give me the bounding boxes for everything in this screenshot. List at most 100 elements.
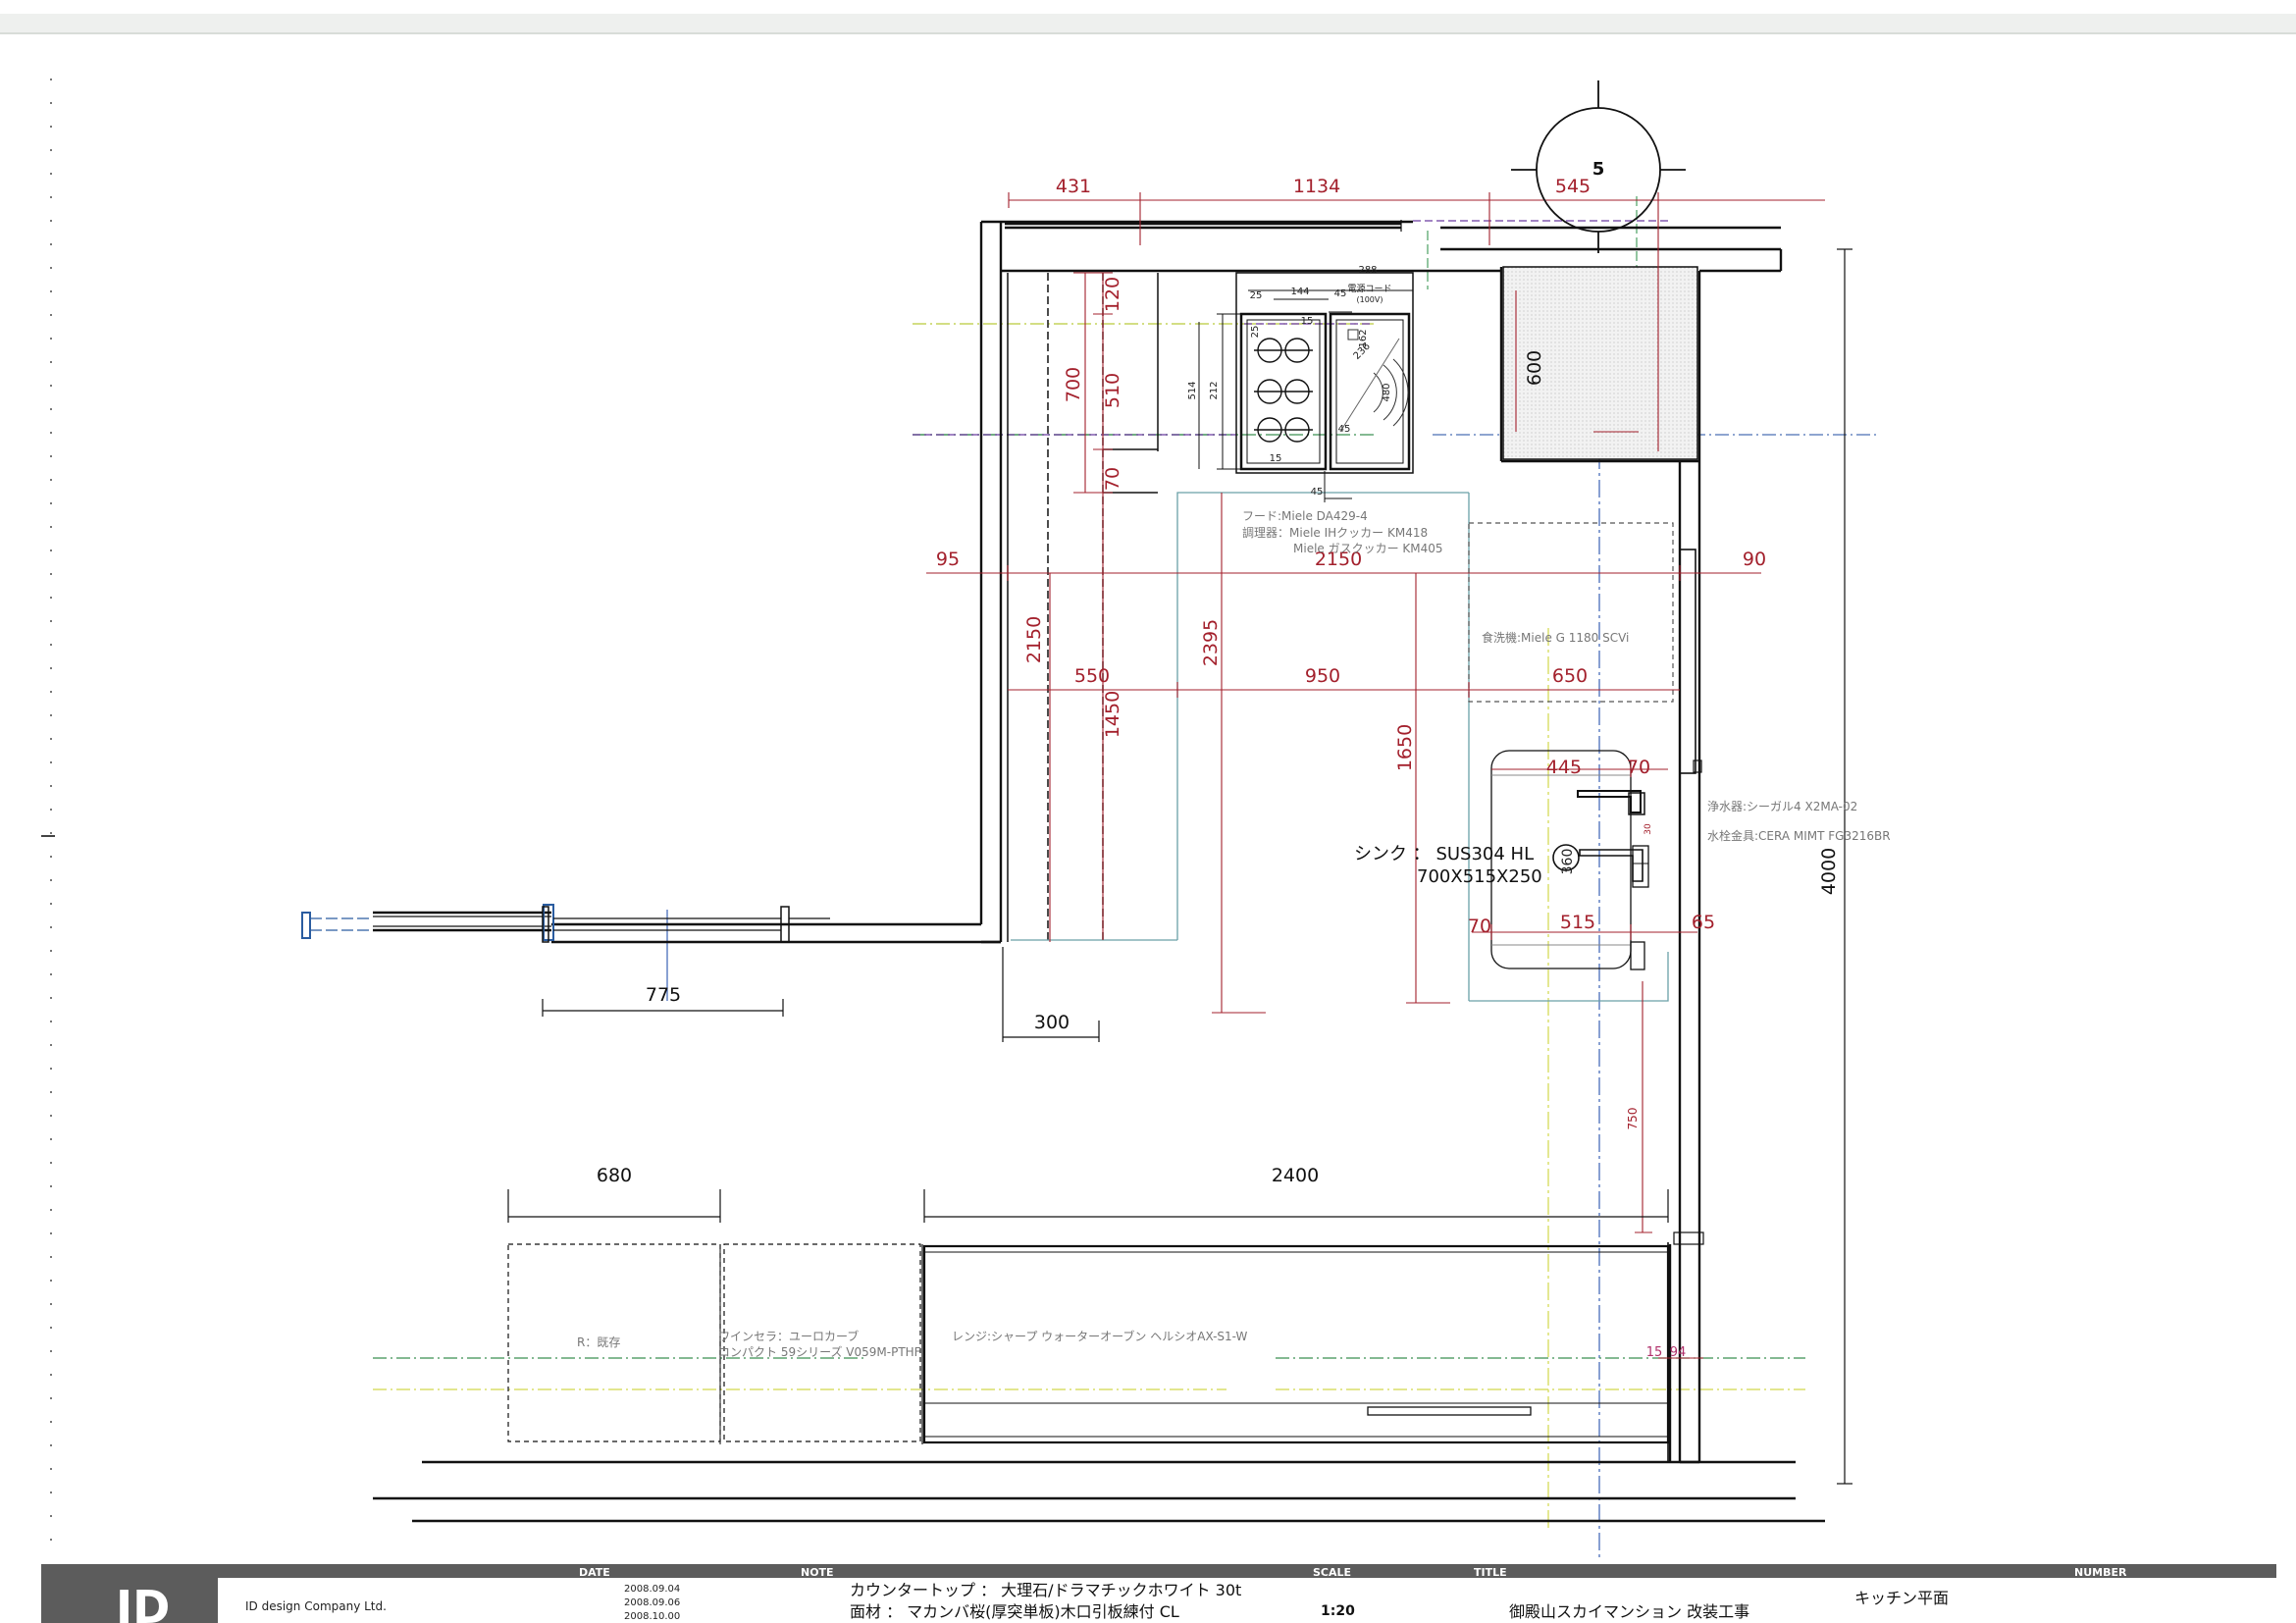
wine-cellar-note-1: ワインセラ：ユーロカーブ <box>718 1329 859 1343</box>
title-block: DATE NOTE SCALE TITLE NUMBER ID ID desig… <box>41 1564 2276 1623</box>
countertop-note: カウンタートップ ： 大理石/ドラマチックホワイト 30t <box>850 1581 1241 1599</box>
wall-niche <box>1502 266 1698 460</box>
faucet <box>1577 790 1642 813</box>
svg-text:45: 45 <box>1311 487 1324 497</box>
dim-750: 750 <box>1626 1108 1640 1130</box>
sink-label-line1: シンク ： SUS304 HL <box>1354 844 1534 864</box>
top-left-frame <box>373 220 1402 927</box>
dim-94: 94 <box>1670 1345 1687 1360</box>
svg-text:25: 25 <box>1250 326 1261 339</box>
power-cord-note: 電源コード <box>1347 284 1391 294</box>
svg-text:162: 162 <box>1358 329 1369 347</box>
dim-70-vertical: 70 <box>1102 467 1123 491</box>
dim-775: 775 <box>646 984 681 1006</box>
cooker-note-1: 調理器：Miele IHクッカー KM418 <box>1242 526 1428 540</box>
dim-65: 65 <box>1692 912 1715 933</box>
header-note: NOTE <box>801 1566 834 1579</box>
date-2: 2008.09.06 <box>624 1597 680 1608</box>
dim-90: 90 <box>1743 549 1766 570</box>
sink-drain <box>1552 844 1580 871</box>
dim-445: 445 <box>1546 757 1582 778</box>
gas-cooktop <box>1239 312 1328 471</box>
gas-burners <box>1254 338 1313 443</box>
dim-70-sink-left: 70 <box>1468 916 1491 937</box>
walls <box>373 220 1825 1523</box>
dim-950: 950 <box>1305 665 1340 687</box>
sink-bowl <box>1490 750 1632 969</box>
microwave-note: レンジ:シャープ ウォーターオーブン ヘルシオAX-S1-W <box>952 1329 1247 1343</box>
sink-label-line2: 700X515X250 <box>1417 866 1542 887</box>
svg-text:15: 15 <box>1301 316 1314 327</box>
section-marker <box>1511 80 1686 253</box>
lower-cabinets <box>507 1242 1670 1462</box>
dim-545: 545 <box>1555 176 1591 197</box>
dim-680: 680 <box>597 1165 632 1186</box>
logo-text: ID <box>116 1581 170 1623</box>
dim-30: 30 <box>1644 823 1653 835</box>
svg-text:144: 144 <box>1290 287 1309 297</box>
fridge-note: R：既存 <box>577 1335 620 1349</box>
dim-515: 515 <box>1560 912 1595 933</box>
equipment-notes: フード:Miele DA429-4 調理器：Miele IHクッカー KM418… <box>577 509 1891 1359</box>
dim-431: 431 <box>1056 176 1091 197</box>
svg-text:480: 480 <box>1382 383 1392 401</box>
oven-handle <box>1367 1406 1532 1416</box>
header-number: NUMBER <box>2074 1566 2127 1579</box>
dim-1650: 1650 <box>1394 724 1416 771</box>
dim-2150-vertical: 2150 <box>1023 616 1045 663</box>
header-date: DATE <box>579 1566 610 1579</box>
sheet-name: キッチン平面 <box>1854 1589 1949 1607</box>
dim-120: 120 <box>1102 277 1123 312</box>
wine-cellar <box>723 1243 921 1442</box>
dishwasher-note: 食洗機:Miele G 1180 SCVi <box>1482 630 1629 645</box>
dim-300: 300 <box>1034 1012 1070 1033</box>
svg-text:15: 15 <box>1270 453 1282 464</box>
dim-650: 650 <box>1552 665 1588 687</box>
svg-text:514: 514 <box>1187 381 1198 399</box>
sink <box>1490 750 1649 970</box>
dim-510: 510 <box>1102 373 1123 408</box>
faucet-note: 水栓金具:CERA MIMT FG3216BR <box>1707 828 1891 843</box>
ih-zones <box>1339 329 1409 433</box>
svg-text:45: 45 <box>1334 288 1347 299</box>
panel-material-note: 面材 ： マカンバ桜(厚突単板)木口引板練付 CL <box>850 1602 1179 1621</box>
dim-2400: 2400 <box>1272 1165 1319 1186</box>
dimension-text: 431 1134 545 120 700 510 70 600 2150 239… <box>597 176 1840 1360</box>
dim-15: 15 <box>1646 1345 1663 1360</box>
wall-post <box>1679 549 1696 774</box>
dim-2395: 2395 <box>1200 619 1222 666</box>
date-1: 2008.09.04 <box>624 1584 680 1595</box>
svg-text:45: 45 <box>1338 424 1351 435</box>
dim-4000: 4000 <box>1818 848 1840 895</box>
dim-2150: 2150 <box>1315 549 1362 570</box>
cooker-note-2: Miele ガスクッカー KM405 <box>1293 542 1443 555</box>
dishwasher <box>1468 522 1674 703</box>
dim-1450: 1450 <box>1102 691 1123 738</box>
logo-block <box>41 1578 218 1623</box>
dimension-lines <box>926 192 1825 1359</box>
dim-360: 360 <box>1560 849 1576 875</box>
header-scale: SCALE <box>1313 1566 1351 1579</box>
dim-70-sink-right: 70 <box>1627 757 1650 778</box>
ih-cooktop <box>1329 312 1411 471</box>
dim-700: 700 <box>1063 367 1084 402</box>
oven-cabinet <box>922 1244 1670 1444</box>
dim-550: 550 <box>1074 665 1110 687</box>
svg-text:236: 236 <box>1352 341 1373 362</box>
header-title: TITLE <box>1474 1566 1507 1579</box>
svg-text:212: 212 <box>1209 381 1220 399</box>
scale-value: 1:20 <box>1321 1603 1355 1619</box>
cooktop-dimensions: 288 144 45 25 15 25 212 514 162 236 480 … <box>1187 265 1392 497</box>
svg-text:(100V): (100V) <box>1357 295 1383 304</box>
section-marker-label: 5 <box>1592 159 1605 180</box>
hood-note: フード:Miele DA429-4 <box>1242 509 1368 523</box>
project-title: 御殿山スカイマンション 改装工事 <box>1509 1602 1749 1621</box>
dim-600: 600 <box>1524 350 1545 386</box>
company-name: ID design Company Ltd. <box>245 1599 387 1613</box>
date-3: 2008.10.00 <box>624 1611 680 1622</box>
dim-1134: 1134 <box>1293 176 1340 197</box>
svg-text:25: 25 <box>1250 290 1263 301</box>
dim-95: 95 <box>936 549 960 570</box>
sliding-partition <box>301 904 830 943</box>
